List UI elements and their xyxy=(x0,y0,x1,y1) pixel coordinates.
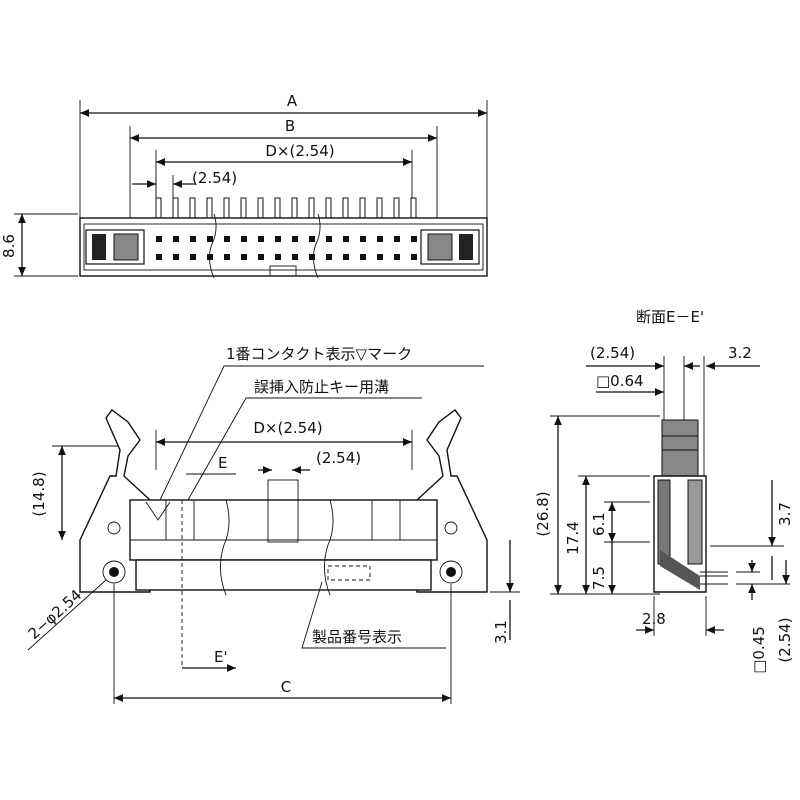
section-dim-37-label: 3.7 xyxy=(776,502,794,526)
top-view: A B D×(2.54) (2.54) 8.6 xyxy=(0,92,488,279)
mounting-hole-left xyxy=(102,560,126,584)
pitch-top-label: (2.54) xyxy=(192,169,237,187)
polarization-slot-callout: 誤挿入防止キー用溝 xyxy=(254,378,389,396)
front-view: 1番コンタクト表示▽マーク 誤挿入防止キー用溝 D×(2.54) E (2.54… xyxy=(25,345,520,704)
section-pitch-label: (2.54) xyxy=(590,344,635,362)
contact-grid xyxy=(156,236,417,260)
section-dim-75-label: 7.5 xyxy=(590,566,608,590)
section-square-064-label: □0.64 xyxy=(596,372,644,390)
section-dim-61-label: 6.1 xyxy=(590,512,608,536)
dim-c-label: C xyxy=(281,678,291,696)
section-e-prime-label: E' xyxy=(214,648,228,666)
pin1-mark-callout: 1番コンタクト表示▽マーク xyxy=(226,345,412,363)
section-square-045-label: □0.45 xyxy=(750,626,768,674)
mounting-hole-right xyxy=(439,560,463,584)
section-dim-174-label: 17.4 xyxy=(564,521,582,554)
dim-31-label: 3.1 xyxy=(492,620,510,644)
section-dim-268-label: (26.8) xyxy=(534,491,552,536)
dim-d-label: D×(2.54) xyxy=(265,142,334,160)
top-pins xyxy=(155,197,417,219)
height-148-label: (14.8) xyxy=(30,471,48,516)
dim-d-front-label: D×(2.54) xyxy=(253,419,322,437)
product-number-callout: 製品番号表示 xyxy=(312,628,402,646)
section-dim-28-label: 2.8 xyxy=(642,610,666,628)
height-top-label: 8.6 xyxy=(0,234,18,258)
dim-a-label: A xyxy=(287,92,298,110)
section-dim-32-label: 3.2 xyxy=(728,344,752,362)
section-e-label: E xyxy=(218,454,227,472)
pitch-front-label: (2.54) xyxy=(316,449,361,467)
section-title: 断面E－E' xyxy=(636,308,704,326)
front-body xyxy=(129,499,438,561)
section-pitch-bottom-label: (2.54) xyxy=(776,617,794,662)
section-view: 断面E－E' (2.54) 3.2 □0.64 (26.8) 17.4 xyxy=(534,308,794,674)
dim-b-label: B xyxy=(285,117,295,135)
hole-callout: 2−φ2.54 xyxy=(25,586,86,643)
